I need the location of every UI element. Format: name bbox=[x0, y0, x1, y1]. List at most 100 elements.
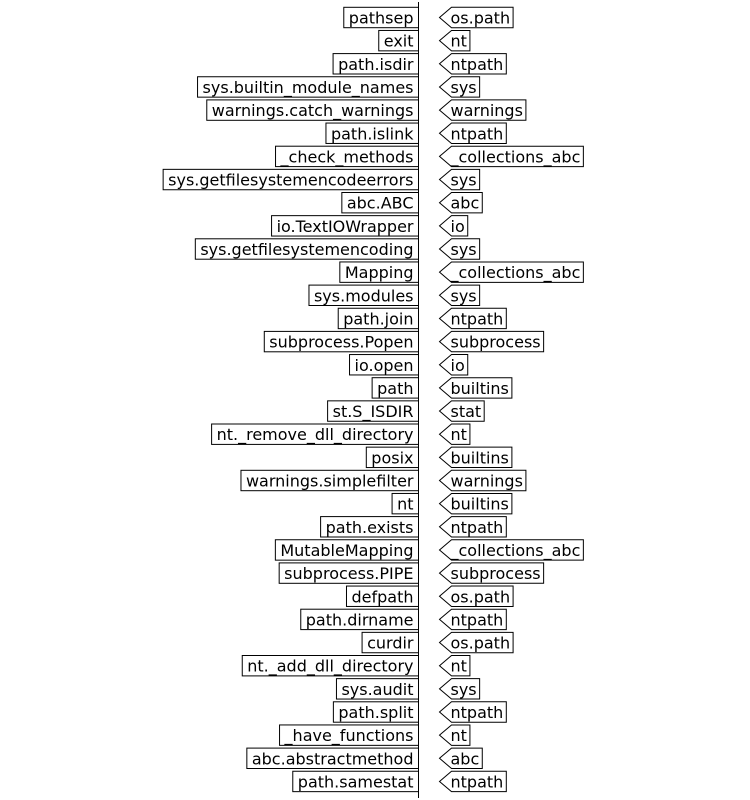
row-name-label: exit bbox=[384, 32, 414, 51]
row-source-label: ntpath bbox=[451, 55, 504, 74]
row-source-arrow-box bbox=[438, 400, 485, 422]
row-name-label: subprocess.PIPE bbox=[284, 564, 413, 583]
row-name-box bbox=[278, 562, 419, 584]
row-name-label: _have_functions bbox=[284, 726, 414, 746]
row-source-label: os.path bbox=[451, 9, 511, 28]
row-name-box bbox=[194, 238, 419, 260]
row-source-label: os.path bbox=[451, 634, 511, 653]
row-name-label: path.dirname bbox=[306, 610, 414, 629]
row-name-box bbox=[361, 631, 419, 654]
row-source-arrow-box bbox=[438, 539, 584, 561]
row-name-box bbox=[365, 446, 419, 469]
row-source-arrow-box bbox=[438, 770, 507, 793]
row-name-label: sys.modules bbox=[314, 286, 414, 305]
row-source-arrow-box bbox=[438, 516, 507, 538]
row-source-arrow-box bbox=[438, 469, 527, 492]
row-source-label: ntpath bbox=[451, 518, 504, 537]
row-source-arrow-box bbox=[438, 307, 507, 330]
row-name-box bbox=[391, 492, 419, 515]
row-name-label: MutableMapping bbox=[280, 541, 413, 560]
row-name-label: subprocess.Popen bbox=[269, 333, 413, 352]
row-source-label: stat bbox=[451, 402, 482, 421]
row-source-arrow-box bbox=[438, 168, 481, 191]
row-source-arrow-box bbox=[438, 53, 507, 75]
row-name-label: io.TextIOWrapper bbox=[277, 217, 414, 236]
row-source-label: sys bbox=[451, 171, 477, 190]
row-source-label: abc bbox=[451, 749, 480, 768]
row-name-box bbox=[332, 701, 419, 723]
row-name-box bbox=[274, 539, 419, 561]
row-source-label: sys bbox=[451, 78, 477, 97]
row-name-label: warnings.simplefilter bbox=[246, 472, 414, 491]
row-source-arrow-box bbox=[438, 377, 513, 399]
row-name-box bbox=[337, 307, 419, 330]
row-source-arrow-box bbox=[438, 492, 513, 515]
row-name-box bbox=[343, 6, 419, 29]
row-name-label: path.isdir bbox=[338, 55, 414, 74]
row-source-arrow-box bbox=[438, 608, 507, 631]
row-source-arrow-box bbox=[438, 261, 584, 283]
row-name-box bbox=[263, 330, 419, 353]
row-name-label: nt bbox=[397, 495, 413, 514]
row-source-label: _collections_abc bbox=[450, 541, 581, 561]
row-name-box bbox=[241, 655, 419, 677]
row-source-arrow-box bbox=[438, 747, 483, 769]
row-name-label: _check_methods bbox=[280, 147, 414, 167]
row-name-label: io.open bbox=[355, 356, 414, 375]
row-source-arrow-box bbox=[438, 192, 483, 214]
row-source-label: builtins bbox=[451, 379, 509, 398]
row-name-box bbox=[341, 192, 419, 214]
row-source-label: _collections_abc bbox=[450, 147, 581, 167]
row-name-label: abc.abstractmethod bbox=[252, 749, 414, 768]
row-source-label: io bbox=[451, 356, 465, 375]
row-name-box bbox=[371, 377, 419, 399]
row-source-label: ntpath bbox=[451, 124, 504, 143]
row-name-box bbox=[240, 469, 419, 492]
row-name-label: path.split bbox=[338, 703, 413, 722]
row-name-box bbox=[271, 215, 419, 237]
row-name-box bbox=[246, 747, 419, 769]
row-name-label: sys.builtin_module_names bbox=[203, 78, 414, 98]
row-source-label: subprocess bbox=[451, 564, 541, 583]
row-source-arrow-box bbox=[438, 145, 584, 168]
row-name-box bbox=[279, 724, 419, 746]
row-source-arrow-box bbox=[438, 354, 469, 376]
row-name-box bbox=[345, 585, 419, 607]
row-source-label: os.path bbox=[451, 587, 511, 606]
row-name-label: sys.audit bbox=[341, 680, 413, 699]
row-source-label: nt bbox=[451, 657, 467, 676]
row-source-label: ntpath bbox=[451, 703, 504, 722]
row-name-box bbox=[332, 53, 419, 75]
row-name-box bbox=[206, 99, 419, 121]
row-source-label: sys bbox=[451, 286, 477, 305]
row-source-arrow-box bbox=[438, 562, 545, 584]
row-source-label: ntpath bbox=[451, 772, 504, 791]
row-source-arrow-box bbox=[438, 724, 471, 746]
row-name-label: pathsep bbox=[349, 9, 414, 28]
row-name-label: path.join bbox=[343, 309, 413, 328]
row-name-label: curdir bbox=[367, 634, 414, 653]
row-name-box bbox=[327, 400, 419, 422]
row-name-label: warnings.catch_warnings bbox=[212, 101, 414, 121]
row-name-box bbox=[292, 770, 419, 793]
row-source-arrow-box bbox=[438, 446, 513, 469]
row-source-arrow-box bbox=[438, 76, 481, 98]
row-name-box bbox=[349, 354, 419, 376]
row-source-label: builtins bbox=[451, 495, 509, 514]
row-name-label: path.islink bbox=[331, 124, 414, 143]
row-name-label: path.exists bbox=[326, 518, 414, 537]
row-source-label: ntpath bbox=[451, 309, 504, 328]
row-source-label: abc bbox=[451, 194, 480, 213]
row-name-box bbox=[300, 608, 419, 631]
row-name-label: path.samestat bbox=[298, 772, 414, 791]
row-name-box bbox=[378, 29, 419, 52]
row-name-box bbox=[275, 145, 419, 168]
row-source-label: subprocess bbox=[451, 333, 541, 352]
row-source-arrow-box bbox=[438, 585, 514, 607]
row-name-box bbox=[320, 516, 419, 538]
row-name-box bbox=[339, 261, 419, 283]
row-name-label: Mapping bbox=[345, 263, 414, 282]
row-source-label: io bbox=[451, 217, 465, 236]
row-name-box bbox=[211, 423, 419, 445]
